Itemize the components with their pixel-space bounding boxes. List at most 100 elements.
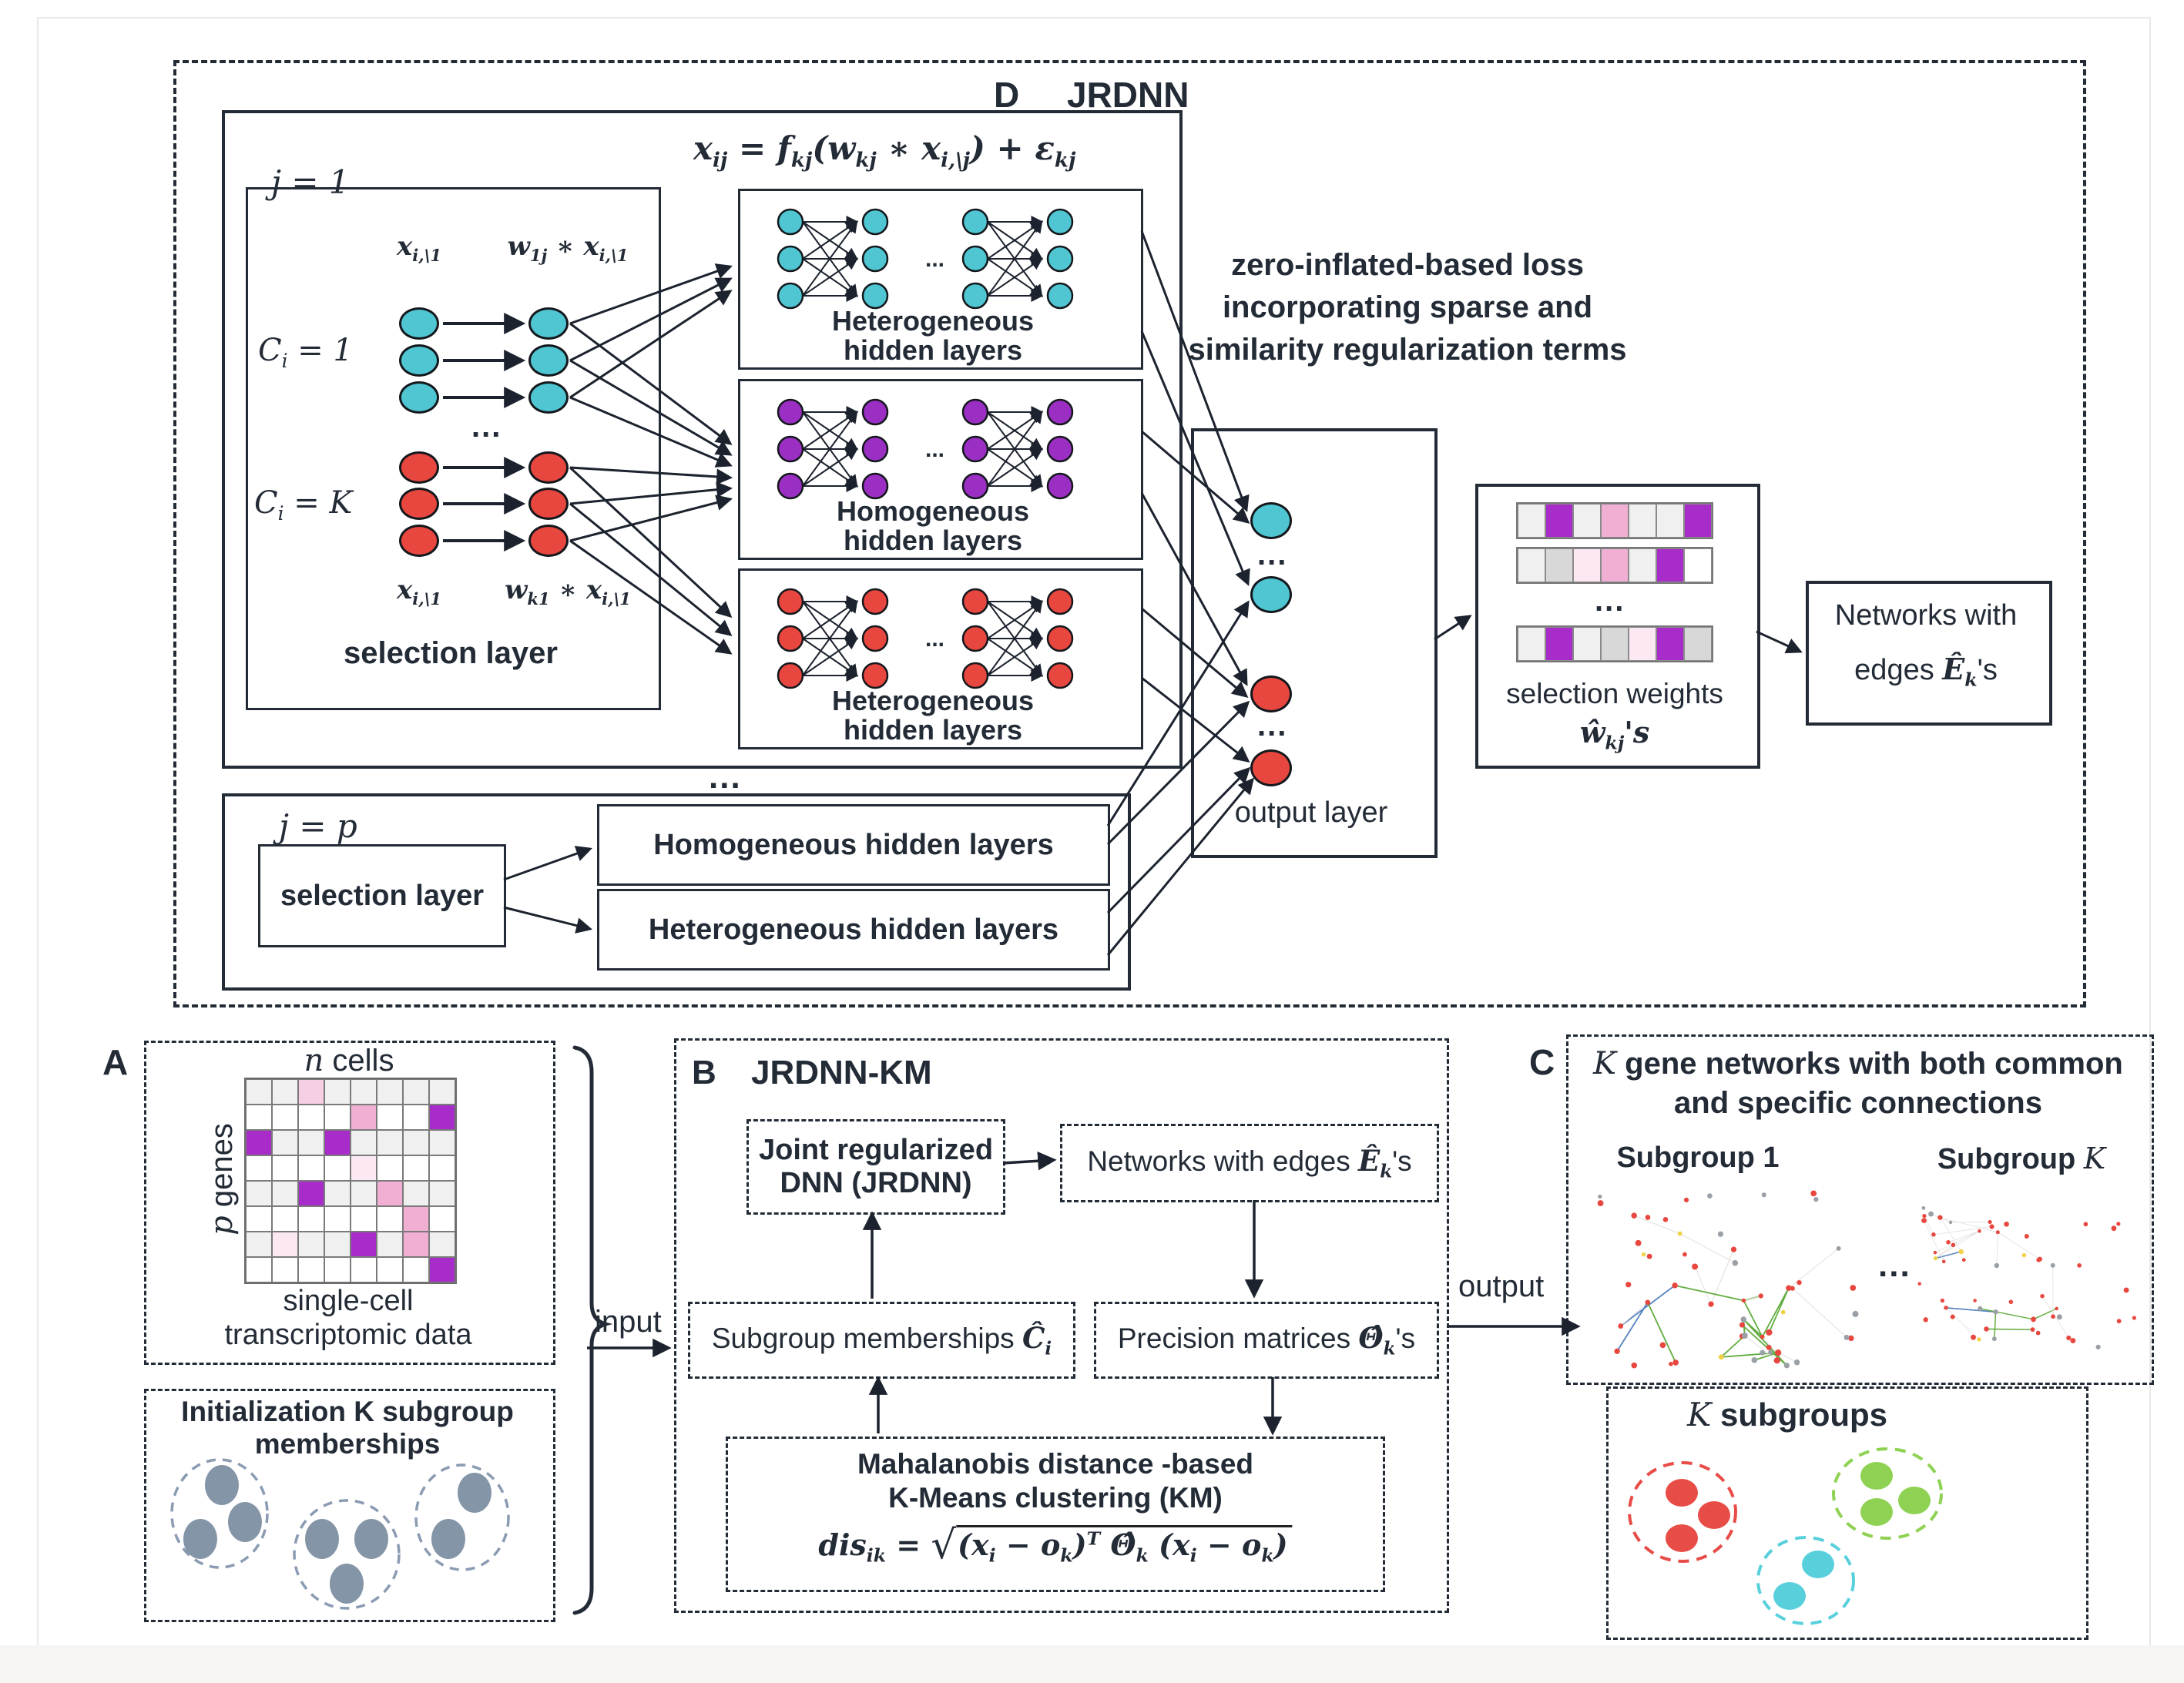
matrix-cell: [429, 1079, 455, 1105]
subgroup-memberships-label: Subgroup memberships Ĉi: [711, 1321, 1052, 1359]
jp-homogeneous-box: Homogeneous hidden layers: [597, 804, 1110, 886]
jp-selection-layer-label: selection layer: [280, 879, 485, 912]
matrix-cell: [429, 1181, 455, 1206]
weight-cell: [1684, 627, 1712, 661]
init-dot: [458, 1473, 491, 1513]
init-cluster-3: [414, 1463, 510, 1571]
panel-a-data-box: [144, 1041, 555, 1365]
weight-strip-2: [1516, 547, 1713, 584]
weight-cell: [1656, 548, 1684, 582]
cluster-dot-red: [1666, 1479, 1698, 1507]
ci-1-label: Ci = 1: [258, 333, 353, 372]
matrix-cell: [403, 1105, 429, 1130]
page-margin-bottom: [0, 1645, 2184, 1683]
init-dot: [330, 1564, 364, 1604]
matrix-cell: [403, 1257, 429, 1282]
matrix-cell: [403, 1181, 429, 1206]
matrix-cell: [324, 1079, 351, 1105]
sel-bottom-right-label: wk1 ∗ xi,\1: [505, 575, 631, 608]
sel-node-cyan-in-1: [399, 307, 439, 340]
sel-node-cyan-out-2: [528, 344, 569, 377]
matrix-cell: [272, 1257, 298, 1282]
matrix-cell: [351, 1232, 377, 1257]
weight-cell: [1629, 548, 1656, 582]
matrix-cell: [377, 1181, 403, 1206]
loss-text-line2: incorporating sparse and: [1222, 290, 1593, 324]
output-arrow-label: output: [1458, 1269, 1545, 1303]
sel-node-red-in-3: [399, 525, 439, 557]
sel-dots: ...: [471, 410, 502, 444]
jp-label: j = p: [279, 807, 357, 845]
sel-node-cyan-in-2: [399, 344, 439, 377]
sqrt-symbol: √: [931, 1522, 957, 1568]
panel-b-border: [674, 1038, 1449, 1613]
cluster-dot-cyan: [1773, 1582, 1806, 1610]
cluster-dot-red: [1698, 1501, 1730, 1529]
matrix-cell: [272, 1079, 298, 1105]
sel-node-red-out-1: [528, 451, 569, 484]
km-formula-radicand: (xi − ok)T Θ̂k (xi − ok): [956, 1525, 1293, 1567]
weights-dots: ...: [1595, 584, 1625, 618]
init-dot: [305, 1519, 339, 1559]
panel-c-label: C: [1529, 1042, 1555, 1082]
expression-matrix: [244, 1078, 457, 1284]
hidden1-label-2: hidden layers: [843, 334, 1023, 366]
matrix-cell: [246, 1079, 272, 1105]
matrix-cell: [272, 1206, 298, 1232]
cluster-dot-red: [1666, 1524, 1698, 1552]
weight-cell: [1601, 504, 1629, 538]
loss-text-line1: zero-inflated-based loss: [1231, 248, 1584, 282]
matrix-cell: [298, 1155, 324, 1181]
weight-cell: [1629, 504, 1656, 538]
km-line2: K-Means clustering (KM): [888, 1482, 1223, 1514]
hidden-box-heterogeneous-1: ... Heterogeneous hidden layers: [738, 189, 1143, 370]
matrix-cell: [324, 1232, 351, 1257]
matrix-cell: [403, 1079, 429, 1105]
hidden1-label-1: Heterogeneous: [831, 305, 1035, 337]
init-title-2: memberships: [254, 1428, 441, 1460]
weight-cell: [1545, 504, 1573, 538]
sel-node-red-out-2: [528, 488, 569, 520]
cluster-dot-green: [1860, 1498, 1893, 1526]
init-dot: [183, 1519, 217, 1559]
matrix-cell: [377, 1206, 403, 1232]
sel-node-cyan-out-1: [528, 307, 569, 340]
matrix-cell: [351, 1105, 377, 1130]
hidden2-label-2: hidden layers: [843, 525, 1023, 556]
weight-cell: [1518, 627, 1545, 661]
matrix-cell: [429, 1232, 455, 1257]
matrix-cell: [377, 1105, 403, 1130]
input-label: input: [595, 1305, 662, 1339]
matrix-cell: [246, 1181, 272, 1206]
panel-b-title: JRDNN-KM: [751, 1054, 932, 1091]
output-node-red-2: [1250, 749, 1292, 786]
panel-c-networks-box: [1566, 1034, 2154, 1385]
selection-layer-label: selection layer: [344, 636, 558, 670]
init-title-1: Initialization K subgroup: [181, 1396, 514, 1427]
km-line1: Mahalanobis distance -based: [857, 1448, 1254, 1480]
p-genes-label: p genes: [204, 1123, 240, 1235]
matrix-cell: [272, 1155, 298, 1181]
networks-edges-box-d: [1806, 581, 2052, 726]
panel-a-label: A: [102, 1042, 129, 1082]
hidden2-label-1: Homogeneous: [836, 495, 1030, 527]
output-node-cyan-1: [1250, 502, 1292, 539]
init-clusters: [170, 1458, 510, 1610]
matrix-cell: [429, 1105, 455, 1130]
weight-strip-1: [1516, 502, 1713, 539]
matrix-caption-2: transcriptomic data: [224, 1319, 472, 1351]
svg-text:...: ...: [925, 246, 944, 272]
matrix-cell: [298, 1181, 324, 1206]
weight-cell: [1573, 627, 1601, 661]
panel-d-border: [173, 60, 2086, 1007]
hidden3-label-2: hidden layers: [843, 714, 1023, 746]
svg-text:...: ...: [925, 437, 944, 462]
matrix-cell: [246, 1257, 272, 1282]
weight-cell: [1601, 627, 1629, 661]
matrix-cell: [351, 1130, 377, 1155]
weight-cell: [1545, 548, 1573, 582]
matrix-cell: [324, 1130, 351, 1155]
matrix-cell: [403, 1130, 429, 1155]
sel-node-red-out-3: [528, 525, 569, 557]
subgroup-memberships-box: Subgroup memberships Ĉi: [688, 1302, 1075, 1379]
